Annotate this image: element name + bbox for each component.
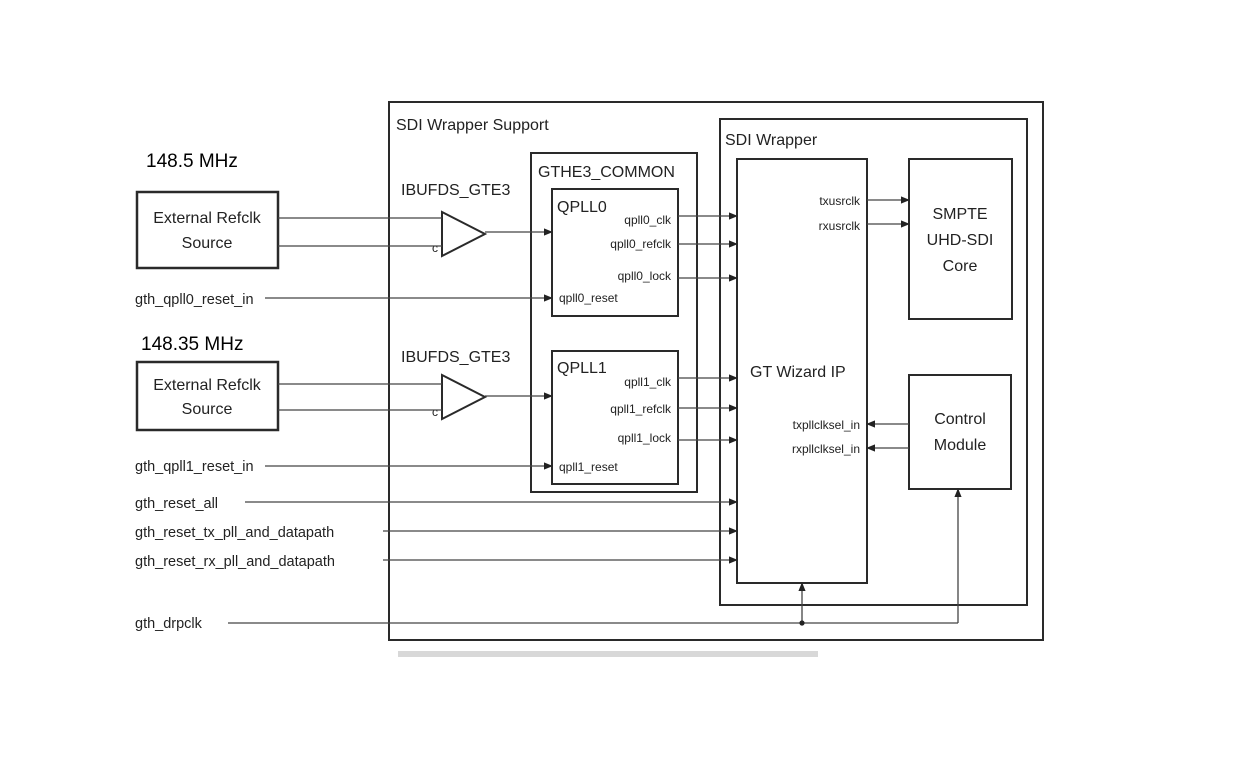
qpll0-lock-port: qpll0_lock: [618, 269, 672, 283]
ibufds-bottom-label: IBUFDS_GTE3: [401, 349, 510, 366]
signal-reset-rx: gth_reset_rx_pll_and_datapath: [135, 554, 335, 570]
qpll1-box: [551, 350, 679, 485]
signal-reset-tx: gth_reset_tx_pll_and_datapath: [135, 525, 334, 541]
gthe3-common-box: [530, 152, 698, 493]
source-top-line2: Source: [182, 235, 233, 252]
signal-drpclk: gth_drpclk: [135, 616, 203, 632]
qpll1-lock-port: qpll1_lock: [618, 431, 672, 445]
drpclk-junction-dot: [799, 620, 805, 626]
frequency-label-top: 148.5 MHz: [146, 151, 238, 172]
gt-txusrclk-port: txusrclk: [819, 194, 861, 208]
ibufds-bottom-buffer: [441, 373, 488, 421]
gt-wizard-ip-title: GT Wizard IP: [750, 364, 846, 381]
qpll0-box: [551, 188, 679, 317]
qpll0-clk-port: qpll0_clk: [624, 213, 672, 227]
qpll0-refclk-port: qpll0_refclk: [610, 237, 672, 251]
source-top-line1: External Refclk: [153, 210, 262, 227]
sdi-wrapper-box: [719, 118, 1028, 606]
cropped-caption-remnant: [398, 651, 818, 657]
frequency-label-bottom: 148.35 MHz: [141, 334, 243, 355]
source-bottom-line1: External Refclk: [153, 377, 262, 394]
gt-txpllclksel-port: txpllclksel_in: [793, 418, 860, 432]
smpte-core-box: [908, 158, 1013, 320]
qpll1-title: QPLL1: [557, 360, 607, 377]
gt-rxpllclksel-port: rxpllclksel_in: [792, 442, 860, 456]
smpte-line3: Core: [943, 258, 978, 275]
signal-qpll0-reset: gth_qpll0_reset_in: [135, 292, 254, 308]
control-line2: Module: [934, 437, 987, 454]
signal-qpll1-reset: gth_qpll1_reset_in: [135, 459, 254, 475]
ibufds-top-label: IBUFDS_GTE3: [401, 182, 510, 199]
external-refclk-source-bottom: External Refclk Source: [135, 360, 280, 432]
smpte-line2: UHD-SDI: [927, 232, 994, 249]
source-bottom-line2: Source: [182, 401, 233, 418]
smpte-line1: SMPTE: [932, 206, 987, 223]
control-line1: Control: [934, 411, 986, 428]
qpll0-reset-port: qpll0_reset: [559, 291, 618, 305]
gthe3-common-title: GTHE3_COMMON: [538, 164, 675, 181]
signal-reset-all: gth_reset_all: [135, 496, 218, 512]
qpll1-clk-port: qpll1_clk: [624, 375, 672, 389]
gt-rxusrclk-port: rxusrclk: [819, 219, 861, 233]
ibufds-top-buffer: [441, 210, 488, 258]
sdi-wrapper-support-box: [388, 101, 1044, 641]
qpll0-title: QPLL0: [557, 199, 607, 216]
ibufds-bottom-pin: c: [432, 405, 438, 419]
qpll1-refclk-port: qpll1_refclk: [610, 402, 672, 416]
control-module-box: [908, 374, 1012, 490]
ibufds-top-pin: c: [432, 241, 438, 255]
sdi-wrapper-title: SDI Wrapper: [725, 132, 818, 149]
sdi-wrapper-support-title: SDI Wrapper Support: [396, 117, 549, 134]
qpll1-reset-port: qpll1_reset: [559, 460, 618, 474]
external-refclk-source-top: External Refclk Source: [135, 190, 280, 270]
